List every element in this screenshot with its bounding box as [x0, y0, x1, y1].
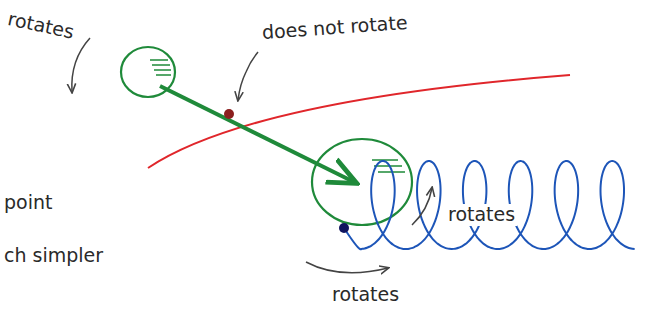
- handwritten-note: point: [4, 192, 52, 214]
- leader-arrow: [238, 52, 258, 100]
- green-rod: [160, 86, 354, 182]
- handwritten-note: rotates: [446, 204, 517, 226]
- spiral-trajectory: [344, 161, 635, 249]
- handwritten-note: rotates: [332, 284, 399, 306]
- fixed-point: [224, 109, 234, 119]
- rotation-arrow: [412, 188, 432, 225]
- leader-arrow: [72, 38, 90, 92]
- point-on-circle: [339, 223, 349, 233]
- handwritten-note: does not rotate: [261, 12, 408, 44]
- handwritten-note: rotates: [6, 8, 76, 43]
- hatching: [150, 60, 171, 75]
- red-curve: [148, 75, 570, 168]
- handwritten-note: ch simpler: [4, 245, 103, 267]
- large-green-circle: [312, 139, 412, 225]
- rotation-arrow: [306, 262, 388, 273]
